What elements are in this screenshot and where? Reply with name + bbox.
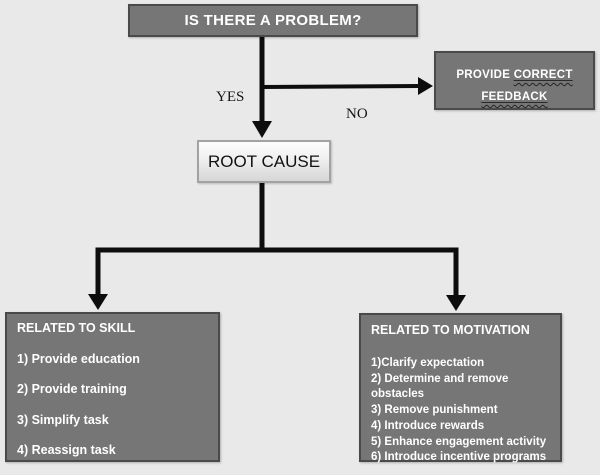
- problem-question-box: IS THERE A PROBLEM?: [128, 4, 418, 37]
- no-branch-label: NO: [346, 106, 368, 122]
- yes-branch-label: YES: [216, 89, 245, 105]
- feedback-word-provide: PROVIDE: [456, 69, 514, 81]
- skill-item: 2) Provide training: [17, 382, 127, 396]
- motivation-item: 4) Introduce rewards: [371, 419, 485, 432]
- skill-box-title: RELATED TO SKILL: [17, 321, 136, 335]
- feedback-word-feedback-wrap: FEEDBACK: [481, 91, 547, 103]
- root-cause-label: ROOT CAUSE: [207, 151, 321, 171]
- feedback-word-correct: CORRECT: [513, 69, 573, 81]
- motivation-item: 6) Introduce incentive programs: [371, 451, 547, 464]
- no-arrowhead-icon: [418, 77, 433, 95]
- provide-feedback-box: PROVIDE CORRECT FEEDBACK: [434, 51, 595, 110]
- feedback-line-1: PROVIDE CORRECT: [436, 64, 593, 86]
- skill-item: 3) Simplify task: [17, 412, 109, 427]
- motivation-arrowhead-icon: [446, 295, 466, 311]
- feedback-line-2: FEEDBACK: [436, 86, 593, 108]
- motivation-item: 5) Enhance engagement activity: [371, 435, 547, 448]
- motivation-item: 2) Determine and remove obstacles: [371, 372, 509, 401]
- motivation-item: 3) Remove punishment: [371, 404, 498, 417]
- no-arrow-line: [261, 84, 420, 89]
- root-cause-box: ROOT CAUSE: [197, 140, 331, 183]
- feedback-word-correct-wrap: CORRECT: [514, 69, 573, 81]
- related-to-motivation-box: RELATED TO MOTIVATION 1)Clarify expectat…: [359, 313, 562, 463]
- problem-question-label: IS THERE A PROBLEM?: [184, 12, 362, 29]
- motivation-box-title: RELATED TO MOTIVATION: [371, 323, 530, 337]
- skill-item: 1) Provide education: [17, 351, 140, 366]
- skill-item: 4) Reassign task: [17, 443, 116, 457]
- feedback-word-feedback: FEEDBACK: [481, 91, 548, 103]
- yes-arrowhead-icon: [252, 121, 272, 138]
- split-connector-line: [95, 247, 459, 296]
- related-to-skill-box: RELATED TO SKILL 1) Provide education 2)…: [5, 312, 220, 462]
- motivation-item: 1)Clarify expectation: [371, 357, 485, 369]
- skill-arrowhead-icon: [88, 294, 108, 310]
